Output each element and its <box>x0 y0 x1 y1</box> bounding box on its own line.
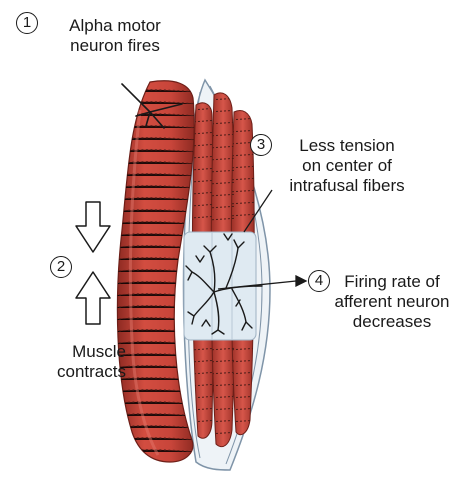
step-4-line-2: afferent neuron <box>322 292 462 312</box>
step-4-line-1: Firing rate of <box>322 272 462 292</box>
step-2-line-2: contracts <box>20 362 126 382</box>
step-1-line-1: Alpha motor <box>56 16 174 36</box>
step-2-label: Muscle contracts <box>20 342 126 382</box>
contraction-arrows <box>76 202 110 324</box>
step-3-line-1: Less tension <box>262 136 432 156</box>
step-1-line-2: neuron fires <box>56 36 174 56</box>
step-3-line-3: intrafusal fibers <box>262 176 432 196</box>
step-number-2: 2 <box>50 256 72 278</box>
step-number-1: 1 <box>16 12 38 34</box>
step-4-label: Firing rate of afferent neuron decreases <box>322 272 462 332</box>
step-3-label: Less tension on center of intrafusal fib… <box>262 136 432 196</box>
step-1-label: Alpha motor neuron fires <box>56 16 174 56</box>
step-3-line-2: on center of <box>262 156 432 176</box>
step-4-line-3: decreases <box>322 312 462 332</box>
up-arrow-icon <box>76 272 110 324</box>
down-arrow-icon <box>76 202 110 252</box>
step-2-line-1: Muscle <box>20 342 126 362</box>
